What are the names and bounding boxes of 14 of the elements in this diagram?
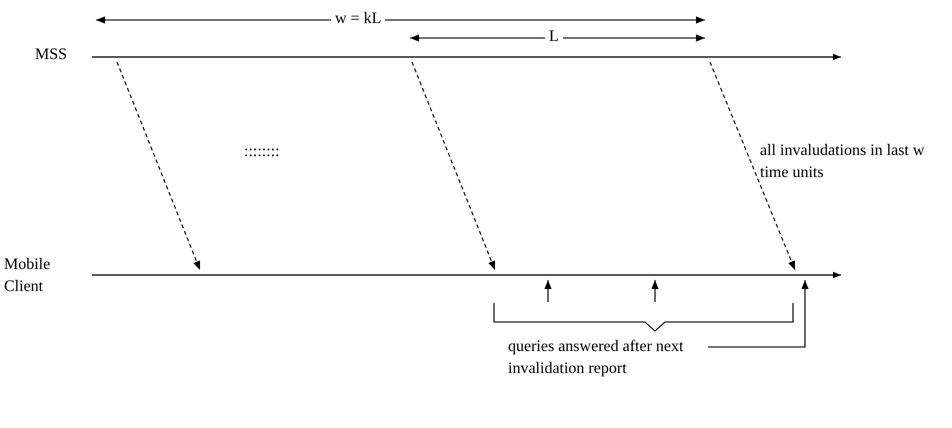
timeline-arrow (92, 52, 842, 62)
dashed-arrow (710, 62, 796, 270)
timeline-label: Mobile Client (4, 254, 74, 298)
timeline-arrow (92, 270, 842, 280)
annotation-text: queries answered after next invalidation report (508, 336, 708, 402)
leader-line (651, 280, 659, 302)
dashed-arrow (411, 62, 496, 270)
timeline-label: MSS (35, 44, 79, 68)
dashed-arrow (116, 62, 201, 270)
ellipsis-mark: :::::::: (244, 142, 280, 162)
leader-line (708, 280, 809, 348)
annotation-text: all invaludations in last w time units (760, 141, 926, 183)
brace (493, 302, 795, 332)
leader-line (544, 280, 552, 302)
